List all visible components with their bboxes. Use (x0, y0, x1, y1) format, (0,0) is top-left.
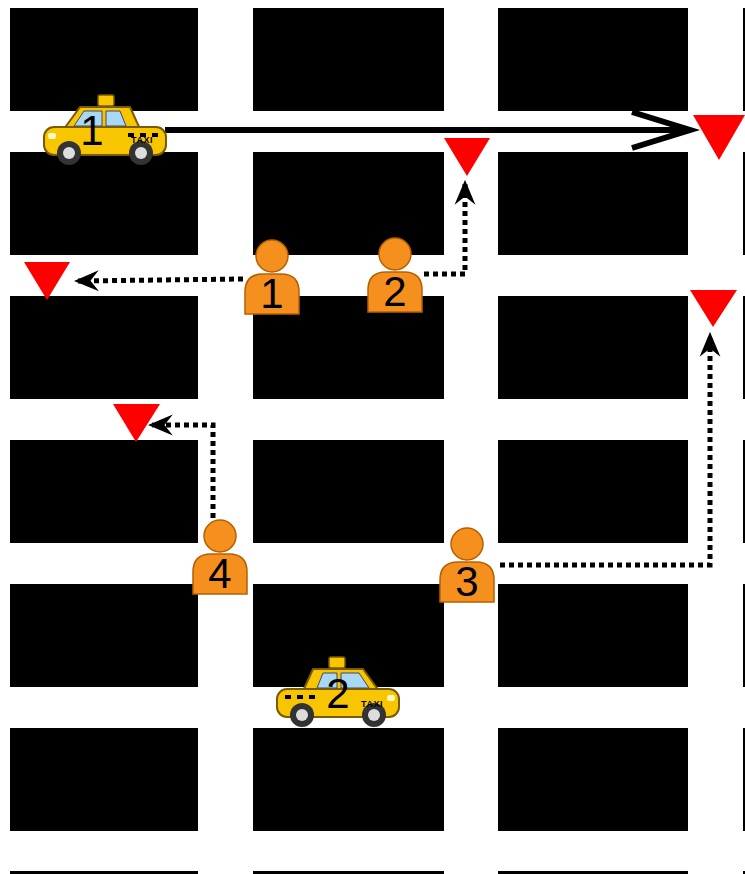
destination-marker (444, 138, 490, 176)
city-block (10, 871, 198, 874)
destination-marker (690, 290, 737, 327)
passenger-route (152, 425, 213, 518)
taxi-number: 1 (80, 110, 103, 152)
passenger-route (78, 279, 243, 281)
city-block (253, 871, 444, 874)
destination-marker (693, 115, 745, 160)
city-block (743, 871, 745, 874)
passenger-icon (193, 520, 247, 594)
city-block (253, 728, 444, 831)
city-blocks (10, 8, 745, 874)
city-block (10, 296, 198, 399)
city-block (743, 584, 745, 687)
city-block (743, 296, 745, 399)
city-block (253, 8, 444, 111)
taxi-icon (277, 657, 399, 727)
city-block (253, 152, 444, 255)
passenger-icon (368, 238, 422, 312)
passenger-icon (245, 240, 299, 314)
passenger-routes (78, 184, 710, 565)
passenger-icon (440, 528, 494, 602)
city-block (10, 584, 198, 687)
city-block (10, 728, 198, 831)
passenger-number: 1 (260, 273, 283, 315)
taxi-number: 2 (326, 673, 349, 715)
passenger-number: 4 (208, 553, 231, 595)
city-block (10, 152, 198, 255)
taxi-sign: TAXI (131, 136, 153, 145)
city-block (498, 728, 688, 831)
city-block (10, 440, 198, 543)
taxi-icon (44, 95, 166, 165)
city-block (743, 152, 745, 255)
taxi-sign: TAXI (361, 700, 383, 709)
destination-marker (24, 262, 70, 300)
city-block (498, 440, 688, 543)
city-block (498, 296, 688, 399)
passenger-number: 3 (455, 561, 478, 603)
passenger-route (500, 336, 710, 565)
route-arrowhead (632, 112, 690, 148)
taxi-route (165, 127, 688, 133)
city-block (498, 871, 688, 874)
city-block (498, 584, 688, 687)
city-block (743, 8, 745, 111)
city-block (498, 8, 688, 111)
passenger-route (424, 184, 465, 274)
passenger-number: 2 (383, 271, 406, 313)
city-block (743, 440, 745, 543)
city-block (498, 152, 688, 255)
city-block (253, 440, 444, 543)
destination-markers (24, 115, 745, 442)
city-block (743, 728, 745, 831)
